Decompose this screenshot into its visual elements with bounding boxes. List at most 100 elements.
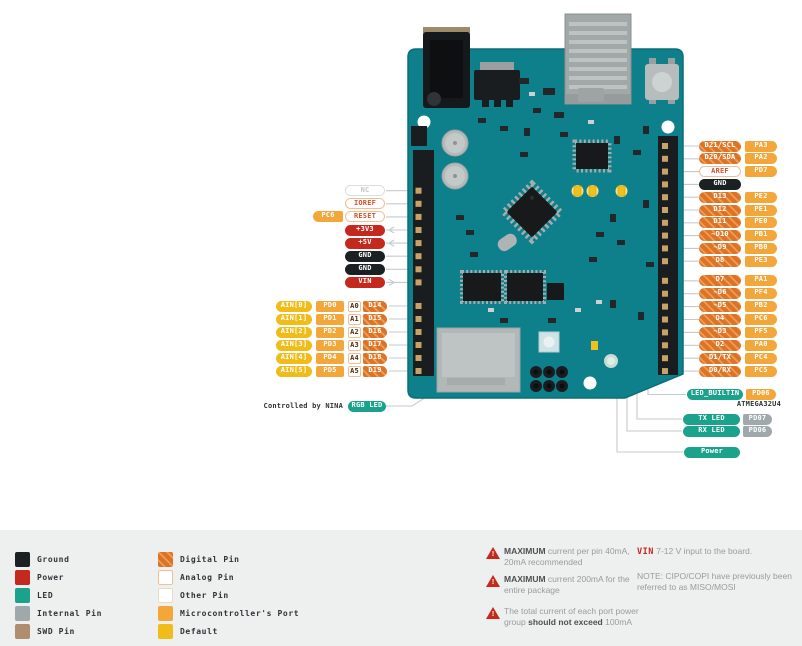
icsp-header bbox=[530, 366, 568, 392]
port-cell-pb2: PB2 bbox=[745, 301, 777, 313]
warning-note: The total current of each port power gro… bbox=[504, 606, 641, 627]
port-cell-pe2: PE2 bbox=[745, 191, 777, 203]
pin-pill-5v: +5V bbox=[345, 237, 385, 249]
pin-pill-gnd: GND bbox=[345, 263, 385, 275]
pin-pill-d9: ~D9 bbox=[699, 242, 741, 254]
warning-note: MAXIMUM current 200mA for the entire pac… bbox=[504, 574, 641, 595]
pin-pill-d0-rx: D0/RX bbox=[699, 365, 741, 377]
pin-pill-ain-4: AIN[4] bbox=[276, 352, 312, 364]
arrow-icons bbox=[387, 226, 396, 286]
port-cell-pf5: PF5 bbox=[745, 326, 777, 338]
left-header-stub bbox=[411, 126, 427, 146]
pin-pill-ain-1: AIN[1] bbox=[276, 313, 312, 325]
digital-cell-d16: D16 bbox=[363, 326, 387, 338]
warning-note-text: MAXIMUM bbox=[504, 574, 546, 584]
pin-pill-reset: RESET bbox=[345, 211, 385, 223]
warning-icon: ! bbox=[486, 575, 500, 587]
pin-pill-gnd: GND bbox=[699, 178, 741, 190]
pin-pill-d12: D12 bbox=[699, 204, 741, 216]
analog-cell-a0: A0 bbox=[348, 300, 361, 312]
port-cell-pb1: PB1 bbox=[745, 230, 777, 242]
vin-note: VIN 7-12 V input to the board. bbox=[637, 546, 802, 557]
pin-pill-d2: D2 bbox=[699, 339, 741, 351]
legend-swatch-default bbox=[158, 624, 173, 639]
pin-pill-ioref: IOREF bbox=[345, 198, 385, 210]
crystal-oscillator bbox=[497, 233, 517, 252]
legend-swatch-ground bbox=[15, 552, 30, 567]
analog-cell-a1: A1 bbox=[348, 313, 361, 325]
reset-button bbox=[645, 58, 679, 104]
port-cell-pe1: PE1 bbox=[745, 204, 777, 216]
port-cell-pd06: PD06 bbox=[746, 389, 776, 400]
pcb-board bbox=[407, 13, 684, 399]
pin-pill-ain-3: AIN[3] bbox=[276, 339, 312, 351]
pin-pill-ain-5: AIN[5] bbox=[276, 365, 312, 377]
pin-pill-rx-led: RX LED bbox=[683, 425, 740, 437]
pin-pill-vin: VIN bbox=[345, 276, 385, 288]
pin-pill-d20-sda: D20/SDA bbox=[699, 153, 741, 165]
warning-note-text: The total current of each port power gro… bbox=[504, 606, 639, 627]
port-cell-pc5: PC5 bbox=[745, 365, 777, 377]
pin-pill-d10: ~D10 bbox=[699, 230, 741, 242]
port-cell-pd7: PD7 bbox=[745, 166, 777, 178]
digital-cell-d15: D15 bbox=[363, 313, 387, 325]
analog-cell-a5: A5 bbox=[348, 365, 361, 377]
digital-cell-d17: D17 bbox=[363, 339, 387, 351]
port-cell-pa3: PA3 bbox=[745, 140, 777, 152]
bottom-ics bbox=[460, 270, 564, 304]
legend-swatch-swd-pin bbox=[15, 624, 30, 639]
port-cell-pc4: PC4 bbox=[745, 352, 777, 364]
port-cell-pd5: PD5 bbox=[316, 365, 344, 377]
nina-wifi-module bbox=[436, 327, 521, 393]
pin-pill-tx-led: TX LED bbox=[683, 413, 740, 425]
warning-exclamation: ! bbox=[491, 551, 495, 558]
port-cell-pa2: PA2 bbox=[745, 153, 777, 165]
pin-pill-ain-0: AIN[0] bbox=[276, 300, 312, 312]
warning-note: MAXIMUM current per pin 40mA, 20mA recom… bbox=[504, 546, 641, 567]
legend-label-digital-pin: Digital Pin bbox=[180, 555, 240, 564]
port-cell-pd1: PD1 bbox=[316, 313, 344, 325]
port-cell-pa0: PA0 bbox=[745, 339, 777, 351]
legend-label-microcontroller-s-port: Microcontroller's Port bbox=[180, 609, 300, 618]
port-cell-pd07: PD07 bbox=[743, 413, 772, 425]
pin-pill-nc: NC bbox=[345, 185, 385, 197]
pin-pill-3v3: +3V3 bbox=[345, 224, 385, 236]
warning-exclamation: ! bbox=[491, 579, 495, 586]
port-cell-pb0: PB0 bbox=[745, 242, 777, 254]
legend-label-internal-pin: Internal Pin bbox=[37, 609, 102, 618]
pin-pill-gnd: GND bbox=[345, 250, 385, 262]
pin-pill-d21-scl: D21/SCL bbox=[699, 140, 741, 152]
legend-swatch-internal-pin bbox=[15, 606, 30, 621]
legend-swatch-digital-pin bbox=[158, 552, 173, 567]
pin-pill-d6: ~D6 bbox=[699, 288, 741, 300]
pin-pill-d4: D4 bbox=[699, 314, 741, 325]
port-cell-pd0: PD0 bbox=[316, 300, 344, 312]
barrel-jack-connector bbox=[423, 27, 470, 108]
warning-note-text: current per pin 40mA, 20mA recommended bbox=[504, 546, 630, 567]
warning-note-text: should not exceed bbox=[528, 616, 603, 627]
port-cell-pe0: PE0 bbox=[745, 217, 777, 229]
legend-label-analog-pin: Analog Pin bbox=[180, 573, 235, 582]
pin-pill-ain-2: AIN[2] bbox=[276, 326, 312, 338]
vin-note-text: 7-12 V input to the board. bbox=[653, 546, 753, 556]
usb-bridge-chip bbox=[572, 139, 612, 173]
header-gold-pins bbox=[415, 143, 668, 375]
legend-swatch-analog-pin bbox=[158, 570, 173, 585]
capacitors bbox=[441, 129, 469, 190]
port-cell-pe3: PE3 bbox=[745, 255, 777, 267]
analog-cell-a3: A3 bbox=[348, 339, 361, 351]
port-cell-pd4: PD4 bbox=[316, 352, 344, 364]
misc-note: NOTE: CIPO/COPI have previously been ref… bbox=[637, 571, 792, 592]
vin-term: VIN bbox=[637, 547, 654, 557]
rgb-led-component bbox=[538, 331, 560, 353]
pin-pill-d5: ~D5 bbox=[699, 301, 741, 313]
port-cell-pd2: PD2 bbox=[316, 326, 344, 338]
pin-pill-d11: D11 bbox=[699, 217, 741, 229]
pin-pill-d3: ~D3 bbox=[699, 326, 741, 338]
pin-pill-power-led: Power bbox=[684, 446, 740, 458]
smd-components bbox=[456, 78, 654, 323]
port-cell-pd3: PD3 bbox=[316, 339, 344, 351]
legend-label-power: Power bbox=[37, 573, 65, 582]
